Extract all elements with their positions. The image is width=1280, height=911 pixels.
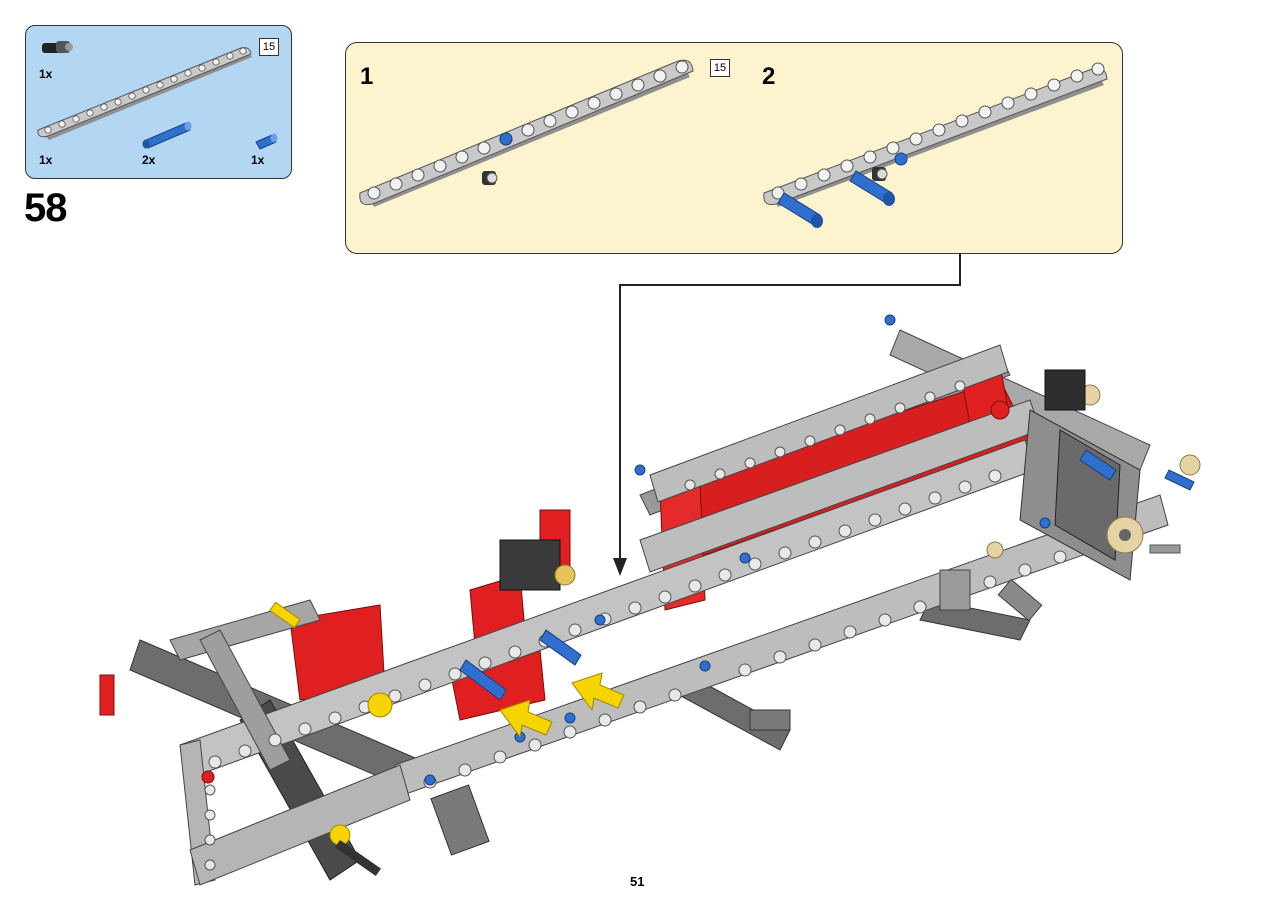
parts-illustration [37,41,278,150]
insertion-arrow-icons [499,672,625,739]
part-qty-connector: 1x [39,67,53,81]
substep-number-1: 1 [360,63,374,90]
length-badge: 15 [259,38,279,56]
page-number: 51 [630,874,645,889]
subassembly-illustration [359,59,1108,228]
beam-15-icon [37,47,252,140]
substep-length-badge: 15 [710,59,730,77]
substep-number-2: 2 [762,63,776,90]
callout-arrow-icon [613,253,961,576]
substep-1-beam-icon [359,59,694,207]
substep-2-beam-icon [763,62,1108,228]
part-qty-short-pin: 1x [251,153,265,167]
step-number: 58 [24,186,67,230]
part-qty-beam: 1x [39,153,53,167]
blue-pins [424,314,1195,786]
gear-and-accent-parts [201,369,1201,877]
blue-short-pin-icon [255,133,278,150]
blue-long-pin-icon [142,121,192,149]
axle-connector-icon [42,41,73,53]
parts-list-callout: 1x 15 1x 2x 1x [25,25,292,179]
beam-holes [204,380,1067,871]
part-qty-long-pin: 2x [142,153,156,167]
subassembly-callout: 1 15 2 [345,42,1123,254]
